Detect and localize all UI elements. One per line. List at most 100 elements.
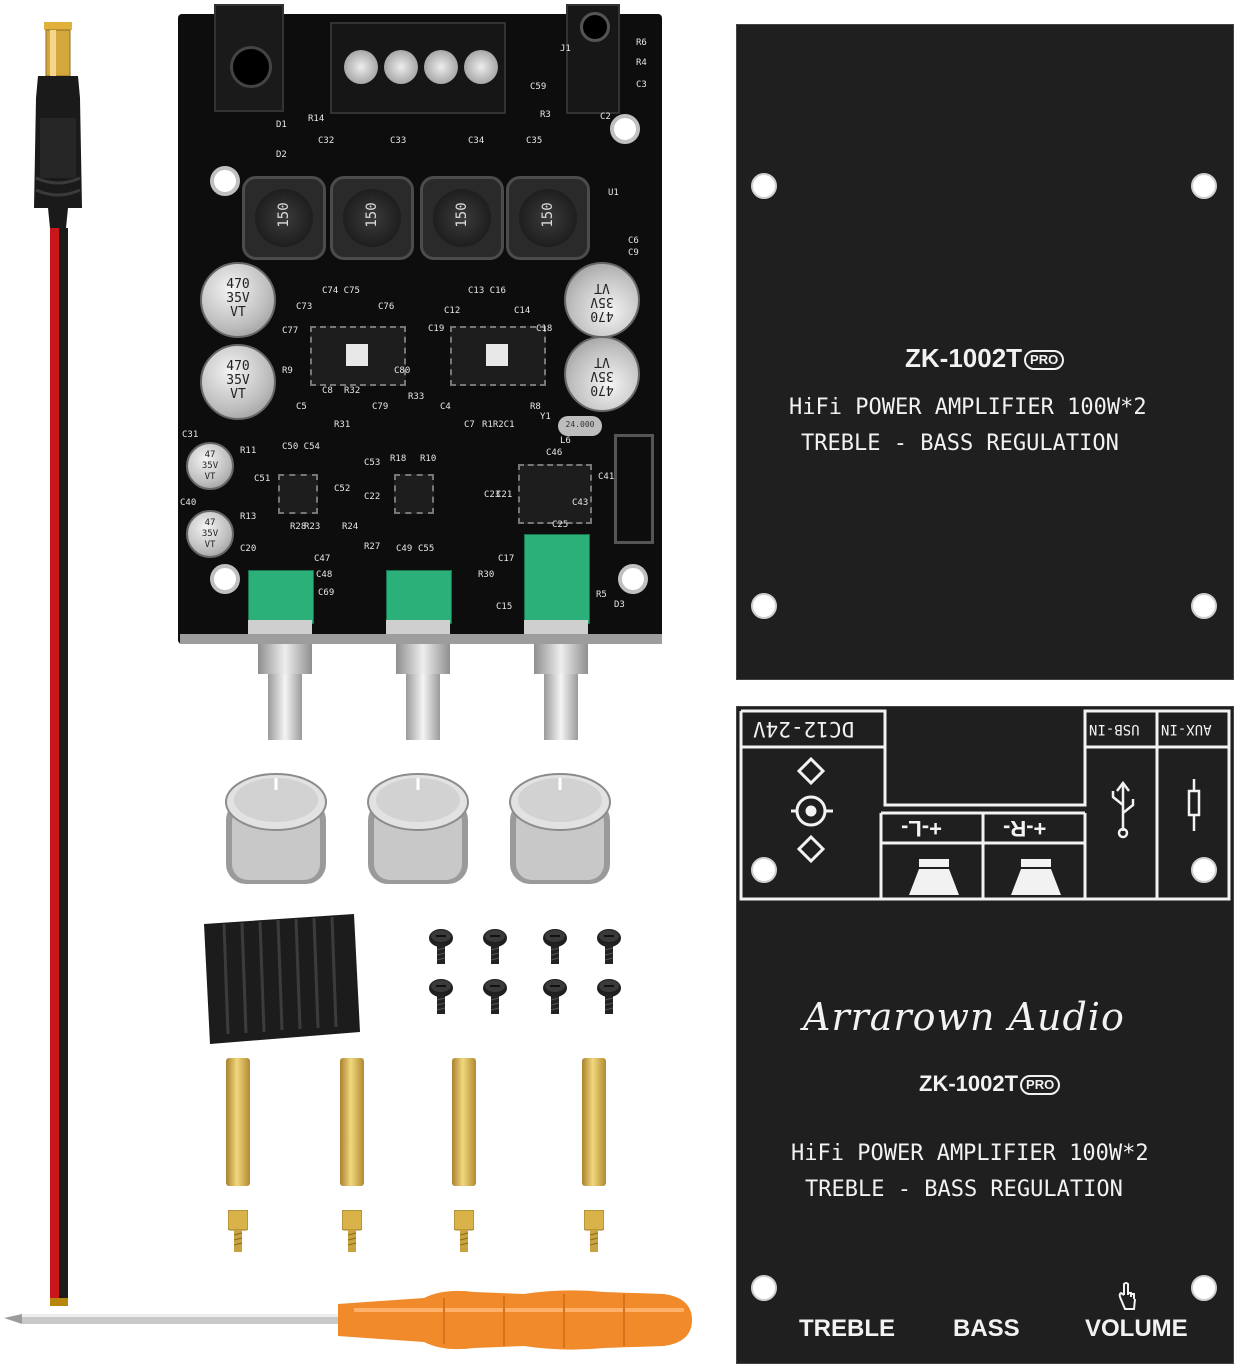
silk-label: R1R2C1	[482, 420, 515, 430]
panel-mount-hole	[751, 173, 777, 199]
silk-label: C34	[468, 136, 485, 146]
silk-label: C2	[600, 112, 611, 122]
touch-hand-icon	[1118, 1282, 1136, 1310]
silk-label: C55	[418, 544, 435, 554]
silk-label: C41	[598, 472, 615, 482]
panel-mount-hole	[751, 1275, 777, 1301]
bluetooth-ic	[518, 464, 592, 524]
opamp-ic	[278, 474, 318, 514]
brass-stud	[453, 1209, 475, 1254]
silk-label: C53	[364, 458, 381, 468]
left-channel-label: +-L-	[901, 816, 942, 841]
screw	[428, 928, 454, 966]
pot-housing	[248, 620, 312, 634]
treble-potentiometer	[248, 570, 314, 624]
brass-stud	[583, 1209, 605, 1254]
silk-label: C5	[296, 402, 307, 412]
silk-label: C74 C75	[322, 286, 360, 296]
silk-label: C80	[394, 366, 411, 376]
silk-label: R33	[408, 392, 425, 402]
silk-label: C43	[572, 498, 589, 508]
screw	[596, 928, 622, 966]
silk-label: C21	[496, 490, 513, 500]
power-cable	[28, 18, 88, 1308]
screw	[542, 928, 568, 966]
silk-label: R32	[344, 386, 361, 396]
pcb-mount-hole	[210, 564, 240, 594]
inductor: 150	[420, 176, 504, 260]
silk-label: R6	[636, 38, 647, 48]
panel-line-1: HiFi POWER AMPLIFIER 100W*2	[789, 395, 1147, 420]
speaker-terminal-block	[330, 22, 506, 114]
silk-label: C35	[526, 136, 543, 146]
screw	[596, 978, 622, 1016]
heatsink	[204, 914, 360, 1044]
silk-label: C14	[514, 306, 531, 316]
screw	[482, 928, 508, 966]
silk-label: R4	[636, 58, 647, 68]
pcb-mount-hole	[618, 564, 648, 594]
silk-label: R9	[282, 366, 293, 376]
silk-label: C22	[364, 492, 381, 502]
silk-label: C77	[282, 326, 299, 336]
silk-label: D3	[614, 600, 625, 610]
silk-label: C13 C16	[468, 286, 506, 296]
knob-cap	[222, 770, 330, 890]
panel-mount-hole	[1191, 173, 1217, 199]
pcb-mount-hole	[610, 114, 640, 144]
pcb-mount-hole	[210, 166, 240, 196]
silk-label: C40	[180, 498, 197, 508]
bass-potentiometer	[386, 570, 452, 624]
silk-label: C8	[322, 386, 333, 396]
silk-label: C20	[240, 544, 257, 554]
silk-label: R23	[304, 522, 321, 532]
dc-power-jack	[214, 4, 284, 112]
usb-input-label: USB-IN	[1089, 721, 1140, 737]
silk-label: R14	[308, 114, 325, 124]
silk-label: R24	[342, 522, 359, 532]
silk-label: R31	[334, 420, 351, 430]
silk-label: C19	[428, 324, 445, 334]
bass-label: BASS	[953, 1315, 1020, 1342]
silk-label: C31	[182, 430, 199, 440]
silk-label: R5	[596, 590, 607, 600]
pro-badge: PRO	[1020, 1075, 1061, 1096]
right-channel-label: +-R-	[1003, 816, 1047, 841]
pot-housing	[386, 620, 450, 634]
inductor: 150	[506, 176, 590, 260]
silk-label: C47	[314, 554, 331, 564]
volume-potentiometer	[524, 534, 590, 624]
panel-line-1: HiFi POWER AMPLIFIER 100W*2	[791, 1141, 1149, 1166]
amplifier-ic	[450, 326, 546, 386]
screw	[428, 978, 454, 1016]
silk-label: C4	[440, 402, 451, 412]
brass-standoff	[226, 1058, 250, 1186]
inductor: 150	[242, 176, 326, 260]
silk-label: J1	[560, 44, 571, 54]
silk-label: C79	[372, 402, 389, 412]
silk-label: C76	[378, 302, 395, 312]
brass-standoff	[452, 1058, 476, 1186]
treble-label: TREBLE	[799, 1315, 895, 1342]
brand-logo: Arrarown Audio	[803, 995, 1125, 1039]
silk-label: C49	[396, 544, 413, 554]
silk-label: R28	[290, 522, 307, 532]
aux-audio-jack	[566, 4, 620, 114]
silk-label: C59	[530, 82, 547, 92]
silk-label: C7	[464, 420, 475, 430]
panel-mount-hole	[751, 857, 777, 883]
treble-shaft	[258, 644, 312, 744]
inductor: 150	[330, 176, 414, 260]
brass-stud	[227, 1209, 249, 1254]
power-input-label: DC12-24V	[753, 717, 855, 741]
silk-label: C32	[318, 136, 335, 146]
front-panel-bottom: DC12-24V USB-IN AUX-IN +-L- +-R- Arrarow…	[736, 706, 1234, 1364]
silk-label: C23	[484, 490, 501, 500]
silk-label: C17	[498, 554, 515, 564]
silk-label: C69	[318, 588, 335, 598]
panel-mount-hole	[1191, 1275, 1217, 1301]
